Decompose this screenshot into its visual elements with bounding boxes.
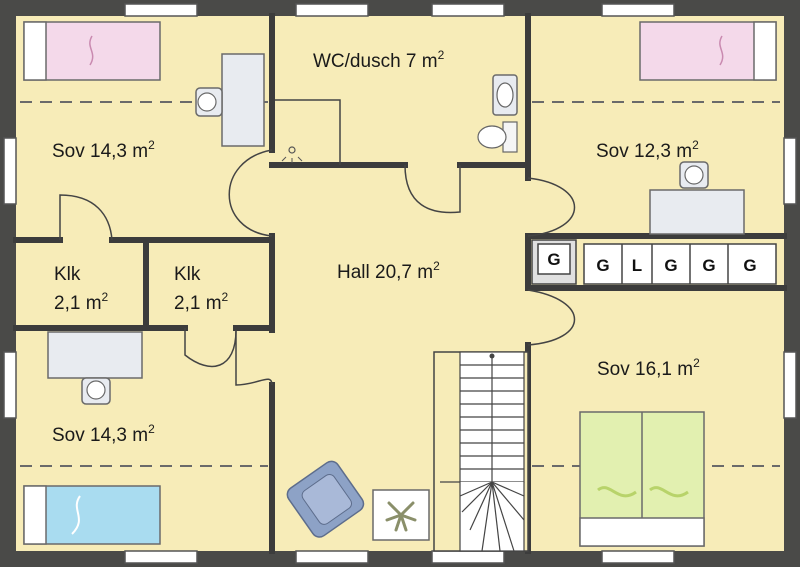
room-label-wc: WC/dusch 7 m2 [313,48,445,72]
wardrobe-label-2: L [632,256,642,275]
bed-sw [23,485,161,545]
window-bottom-2 [295,550,369,564]
window-bottom-3 [431,550,505,564]
window-top-2 [295,3,369,17]
window-right-1 [783,137,797,205]
window-right-2 [783,351,797,419]
chair-nw [195,87,223,117]
room-label-sov-se: Sov 16,1 m2 [597,356,700,380]
sink-icon [492,74,518,116]
wardrobe-label-3: G [664,256,677,275]
window-top-1 [124,3,198,17]
room-label-klk-2-area: 2,1 m2 [174,290,229,314]
bed-ne [639,21,777,81]
chair-ne [679,161,709,189]
room-label-sov-sw: Sov 14,3 m2 [52,422,155,446]
window-top-3 [431,3,505,17]
armchair [286,460,365,538]
room-label-klk-1-name: Klk [54,264,81,285]
double-bed-se [579,411,705,547]
desk-sw [47,331,143,379]
wc-partition [275,99,341,165]
room-label-hall: Hall 20,7 m2 [337,259,440,283]
toilet-icon [477,121,518,153]
wardrobe-label-4: G [702,256,715,275]
room-label-klk-2-name: Klk [174,264,201,285]
shower-head-icon [281,146,303,163]
window-bottom-4 [601,550,675,564]
wardrobe-label-1: G [596,256,609,275]
window-left-2 [3,351,17,419]
plant-icon [372,489,430,541]
bed-nw [23,21,161,81]
window-bottom-1 [124,550,198,564]
door-swings [59,149,576,386]
desk-ne [649,189,745,235]
chair-sw [81,377,111,405]
wardrobe-row [531,239,777,285]
desk-nw [221,53,265,147]
staircase [433,351,529,552]
room-label-sov-nw: Sov 14,3 m2 [52,138,155,162]
room-label-klk-1-area: 2,1 m2 [54,290,109,314]
window-top-4 [601,3,675,17]
wardrobe-label-5: G [743,256,756,275]
wardrobe-label-single: G [547,250,560,269]
room-label-sov-ne: Sov 12,3 m2 [596,138,699,162]
window-left-1 [3,137,17,205]
